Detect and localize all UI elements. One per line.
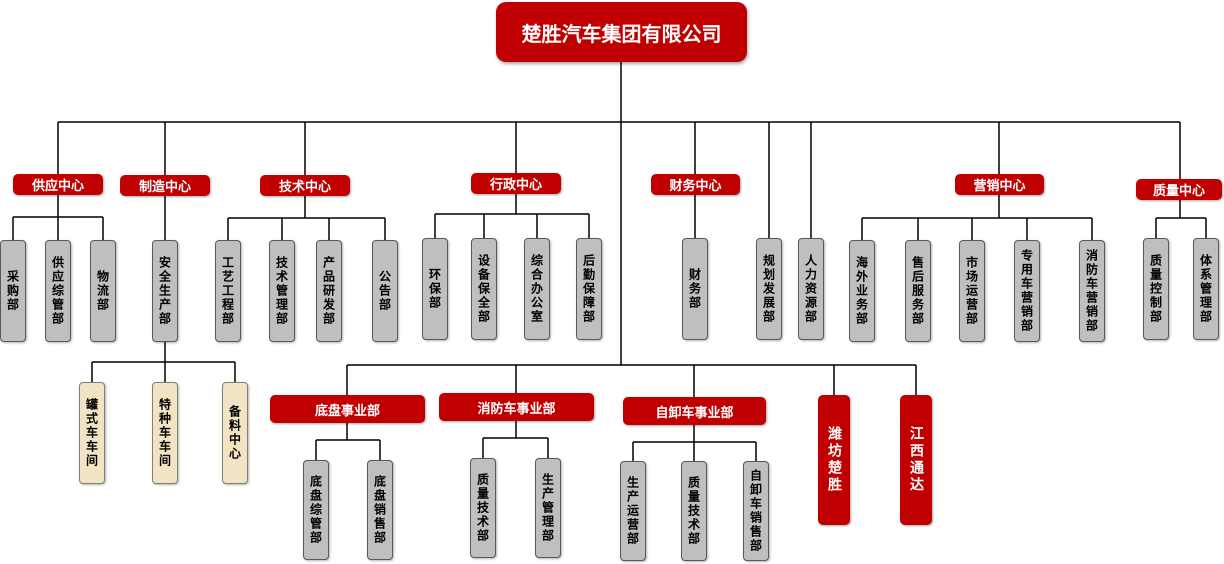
dept-safety-production: 安全生产部 (152, 240, 178, 342)
dept-system-management: 体系管理部 (1193, 238, 1219, 340)
dept-logistics: 物流部 (90, 240, 116, 342)
dept-market-operations: 市场运营部 (959, 240, 985, 342)
company-root-node: 楚胜汽车集团有限公司 (496, 2, 747, 62)
dept-product-rd: 产品研发部 (316, 240, 342, 342)
dept-general-office: 综合办公室 (524, 238, 550, 340)
dept-after-sales: 售后服务部 (905, 240, 931, 342)
workshop-materials-center: 备料中心 (222, 382, 248, 484)
division-fire-truck: 消防车事业部 (439, 393, 594, 421)
dept-quality-control: 质量控制部 (1143, 238, 1169, 340)
dept-procurement: 采购部 (0, 240, 26, 342)
dept-fire-production-mgmt: 生产管理部 (535, 458, 561, 558)
center-quality: 质量中心 (1136, 179, 1222, 200)
center-technology: 技术中心 (260, 175, 350, 196)
dept-dump-production-ops: 生产运营部 (620, 461, 646, 561)
center-finance: 财务中心 (651, 174, 740, 195)
dept-process-engineering: 工艺工程部 (215, 240, 241, 342)
dept-tech-management: 技术管理部 (269, 240, 295, 342)
dept-chassis-admin: 底盘综管部 (303, 460, 329, 560)
subsidiary-jiangxi-tongda: 江西通达 (900, 395, 932, 525)
dept-environmental: 环保部 (422, 238, 448, 340)
center-marketing: 营销中心 (955, 174, 1044, 195)
dept-chassis-sales: 底盘销售部 (367, 460, 393, 560)
dept-fire-quality-tech: 质量技术部 (470, 458, 496, 558)
dept-finance: 财务部 (682, 238, 708, 340)
dept-planning-development: 规划发展部 (756, 238, 782, 340)
center-administration: 行政中心 (471, 173, 561, 194)
division-chassis: 底盘事业部 (270, 395, 425, 423)
dept-special-vehicle-marketing: 专用车营销部 (1014, 240, 1040, 342)
center-supply: 供应中心 (13, 174, 103, 195)
dept-fire-truck-marketing: 消防车营销部 (1079, 240, 1105, 342)
center-manufacturing: 制造中心 (120, 175, 210, 196)
dept-overseas-business: 海外业务部 (849, 240, 875, 342)
dept-dump-truck-sales: 自卸车销售部 (743, 461, 769, 561)
dept-human-resources: 人力资源部 (798, 238, 824, 340)
dept-dump-quality-tech: 质量技术部 (681, 461, 707, 561)
dept-logistics-support: 后勤保障部 (576, 238, 602, 340)
dept-equipment-maintenance: 设备保全部 (471, 238, 497, 340)
subsidiary-weifang-chusheng: 潍坊楚胜 (818, 395, 850, 525)
workshop-special-vehicle: 特种车车间 (152, 382, 178, 484)
dept-supply-admin: 供应综管部 (45, 240, 71, 342)
workshop-tank-vehicle: 罐式车车间 (79, 382, 105, 484)
division-dump-truck: 自卸车事业部 (623, 397, 766, 425)
dept-announcement: 公告部 (372, 240, 398, 342)
